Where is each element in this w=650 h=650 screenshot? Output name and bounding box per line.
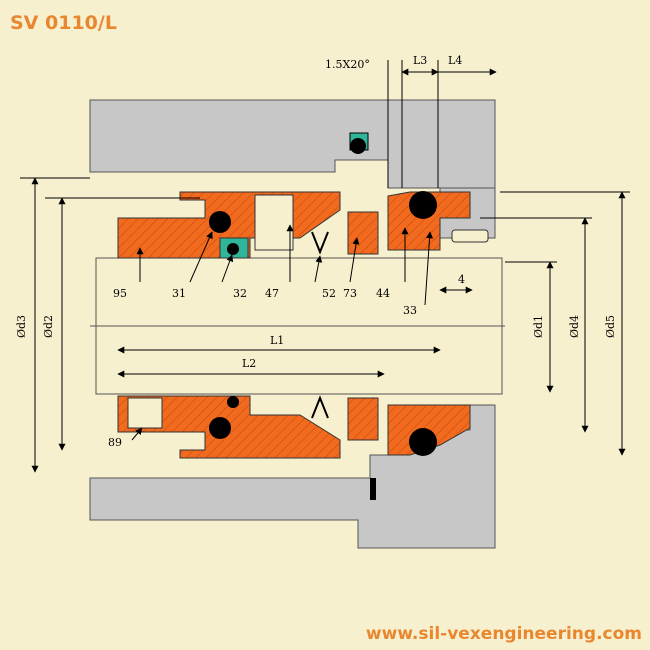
gasket-bottom (370, 478, 376, 500)
spring-52 (311, 231, 329, 255)
part-47: 47 (265, 287, 279, 300)
o-ring-31 (209, 211, 231, 233)
label-L2: L2 (242, 357, 256, 370)
part-33: 33 (403, 304, 417, 317)
part-32: 32 (233, 287, 247, 300)
label-L4: L4 (448, 54, 462, 67)
label-4: 4 (458, 273, 465, 286)
o-ring-bottom-right (409, 428, 437, 456)
label-chamfer: 1.5X20° (325, 58, 370, 71)
pin-4 (451, 229, 489, 243)
o-ring-32 (227, 243, 239, 255)
part-52: 52 (322, 287, 336, 300)
part-73: 73 (343, 287, 357, 300)
part-44: 44 (376, 287, 390, 300)
label-d2: Ød2 (42, 315, 55, 338)
seal-assembly-top (117, 191, 471, 259)
label-L1: L1 (270, 334, 284, 347)
label-d3: Ød3 (15, 315, 28, 338)
diagram-title: SV 0110/L (10, 12, 117, 34)
label-d4: Ød4 (568, 315, 581, 338)
o-ring-housing (350, 138, 366, 154)
o-ring-bottom-small (227, 396, 239, 408)
label-L3: L3 (413, 54, 427, 67)
o-ring-bottom-left (209, 417, 231, 439)
part-95: 95 (113, 287, 127, 300)
part-89: 89 (108, 436, 122, 449)
spring-bottom (311, 395, 329, 419)
label-d1: Ød1 (532, 315, 545, 338)
o-ring-44 (409, 191, 437, 219)
label-d5: Ød5 (604, 315, 617, 338)
part-31: 31 (172, 287, 186, 300)
website-url: www.sil-vexengineering.com (365, 624, 642, 644)
